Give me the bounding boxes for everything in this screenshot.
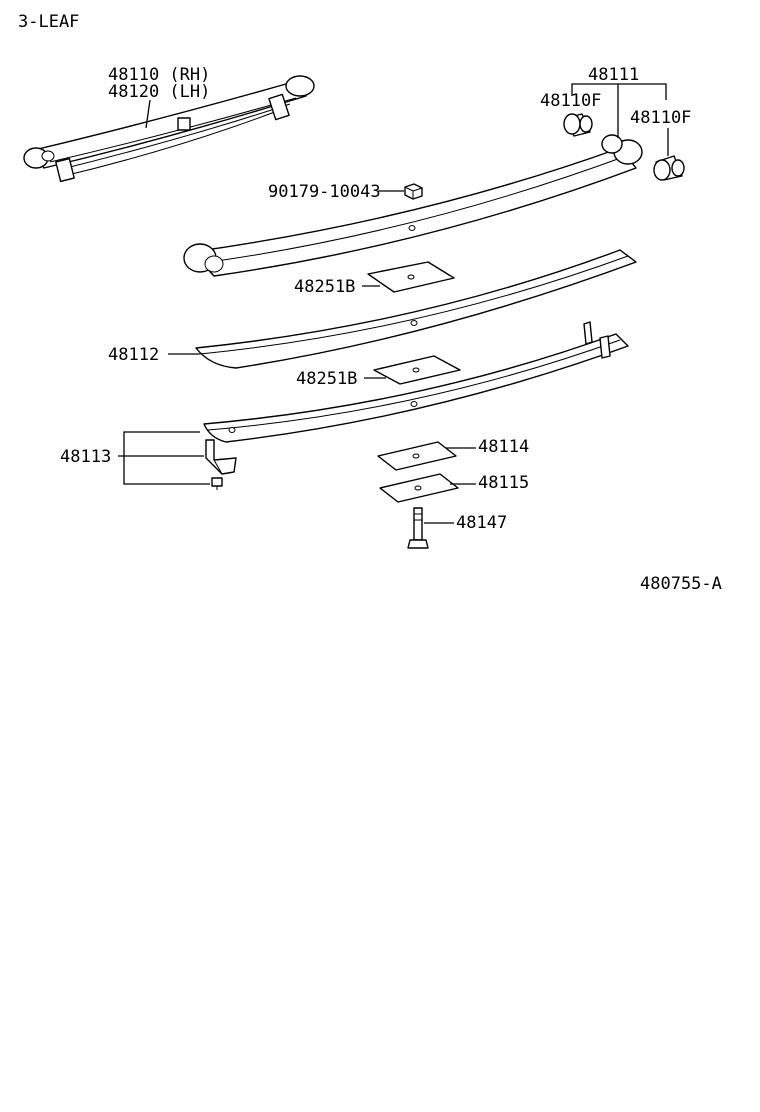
figure-code: 480755-A [640,574,722,594]
nut [404,183,423,200]
callout-48111: 48111 [571,65,667,138]
callout-48115: 48115 [450,473,529,493]
callout-48147: 48147 [424,513,507,533]
pad-lower [373,355,461,385]
callout-48112-label: 48112 [108,345,159,365]
callout-assy: 48110 (RH) 48120 (LH) [108,65,210,129]
callout-48251b-upper-label: 48251B [294,277,355,297]
callout-90179-10043: 90179-10043 [268,182,404,202]
callout-48120-lh: 48120 (LH) [108,82,210,102]
callout-48113-label: 48113 [60,447,111,467]
bushing-left [563,113,593,137]
callout-48112: 48112 [108,345,200,365]
center-bolt [407,507,429,549]
callout-48110f-left: 48110F [540,91,601,111]
leaf-no3 [203,321,629,443]
callout-90179-10043-label: 90179-10043 [268,182,381,202]
leaf-no1 [183,134,643,277]
callout-48251b-upper: 48251B [294,277,380,297]
pad-upper [367,261,455,293]
variant-label: 3-LEAF [18,12,79,32]
leaf-no2 [195,249,637,369]
callout-48110f-left-label: 48110F [540,91,601,111]
callout-48111-label: 48111 [588,65,639,85]
callout-48113: 48113 [60,431,210,485]
callout-48110f-right-label: 48110F [630,108,691,128]
callout-48114-label: 48114 [478,437,529,457]
callout-48110f-right: 48110F [630,108,691,156]
seat-upper [377,441,457,471]
callout-48115-label: 48115 [478,473,529,493]
callout-48251b-lower: 48251B [296,369,386,389]
callout-48114: 48114 [446,437,529,457]
seat-lower [379,473,459,503]
clip-48113 [205,439,237,490]
callout-48110-rh: 48110 (RH) [108,65,210,85]
leaf-spring-assembly [23,75,315,183]
callout-48251b-lower-label: 48251B [296,369,357,389]
bushing-right [653,155,685,181]
callout-48147-label: 48147 [456,513,507,533]
